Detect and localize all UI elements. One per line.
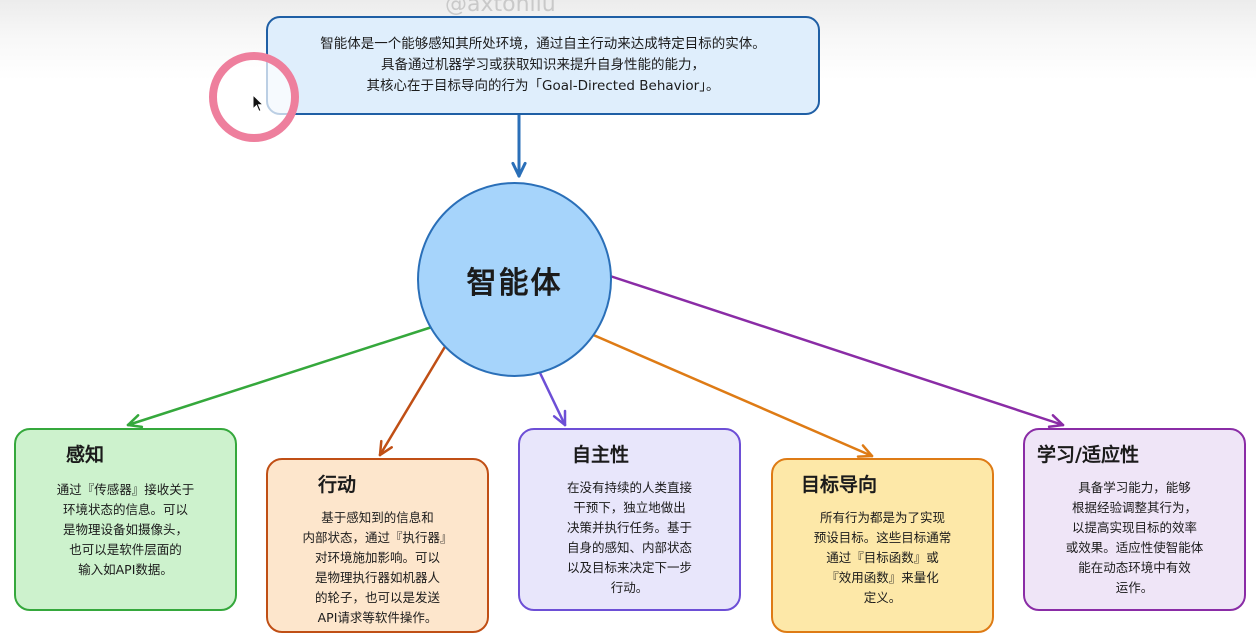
card-body-line: 以提高实现目标的效率 [1071,520,1197,535]
card-body-line: 是物理执行器如机器人 [314,570,440,585]
card-title: 感知 [66,444,105,466]
card-body-line: 运作。 [1115,580,1154,595]
card-title: 行动 [318,474,357,496]
card-body-line: 定义。 [863,590,902,605]
card-body-line: 在没有持续的人类直接 [566,480,692,495]
card-body-line: 具备学习能力，能够 [1078,480,1191,495]
card-title: 目标导向 [801,474,878,496]
card-body-line: 决策并执行任务。基于 [566,520,692,535]
card-body: 在没有持续的人类直接 干预下，独立地做出 决策并执行任务。基于 自身的感知、内部… [528,478,731,598]
card-body-line: 输入如API数据。 [78,562,173,577]
definition-line-3: 其核心在于目标导向的行为「Goal-Directed Behavior」。 [366,78,720,94]
card-body-line: 对环境施加影响。可以 [314,550,440,565]
card-perception: 感知 通过『传感器』接收关于 环境状态的信息。可以 是物理设备如摄像头， 也可以… [14,428,237,611]
card-title: 自主性 [572,444,630,466]
card-body: 所有行为都是为了实现 预设目标。这些目标通常 通过『目标函数』或 『效用函数』来… [781,508,984,608]
card-body: 具备学习能力，能够 根据经验调整其行为， 以提高实现目标的效率 或效果。适应性使… [1033,478,1236,598]
card-body-line: 通过『传感器』接收关于 [56,482,195,497]
definition-line-2: 具备通过机器学习或获取知识来提升自身性能的能力， [381,57,705,73]
card-body-line: 也可以是软件层面的 [69,542,182,557]
definition-line-1: 智能体是一个能够感知其所处环境，通过自主行动来达成特定目标的实体。 [320,36,766,52]
mouse-cursor-icon [252,94,265,113]
card-autonomy: 自主性 在没有持续的人类直接 干预下，独立地做出 决策并执行任务。基于 自身的感… [518,428,741,611]
definition-box: 智能体是一个能够感知其所处环境，通过自主行动来达成特定目标的实体。 具备通过机器… [266,16,820,115]
arrow-to-learning [608,274,1065,429]
card-body-line: 『效用函数』来量化 [826,570,939,585]
card-title: 学习/适应性 [1037,444,1139,466]
center-node-label: 智能体 [466,265,563,301]
card-body-line: 基于感知到的信息和 [321,510,434,525]
card-body-line: 所有行为都是为了实现 [819,510,945,525]
card-body-line: 自身的感知、内部状态 [566,540,692,555]
card-body-line: 是物理设备如摄像头， [62,522,188,537]
card-body-line: 环境状态的信息。可以 [62,502,188,517]
card-action: 行动 基于感知到的信息和 内部状态，通过『执行器』 对环境施加影响。可以 是物理… [266,458,489,633]
card-body-line: 以及目标来决定下一步 [566,560,692,575]
arrow-to-action [378,328,457,457]
card-body: 通过『传感器』接收关于 环境状态的信息。可以 是物理设备如摄像头， 也可以是软件… [24,480,227,580]
arrow-to-goal-oriented [566,322,874,458]
watermark-text: @axtonliu [445,0,556,17]
center-node: 智能体 [417,182,612,377]
card-body-line: 或效果。适应性使智能体 [1065,540,1204,555]
card-learning-adaptability: 学习/适应性 具备学习能力，能够 根据经验调整其行为， 以提高实现目标的效率 或… [1023,428,1246,611]
arrow-definition-to-center [511,113,527,178]
card-body-line: 通过『目标函数』或 [826,550,939,565]
card-body: 基于感知到的信息和 内部状态，通过『执行器』 对环境施加影响。可以 是物理执行器… [276,508,479,628]
card-body-line: 行动。 [610,580,649,595]
arrow-to-perception [126,325,434,429]
card-goal-oriented: 目标导向 所有行为都是为了实现 预设目标。这些目标通常 通过『目标函数』或 『效… [771,458,994,633]
card-body-line: 干预下，独立地做出 [573,500,686,515]
card-body-line: 能在动态环境中有效 [1078,560,1191,575]
card-body-line: 的轮子，也可以是发送 [314,590,440,605]
card-body-line: API请求等软件操作。 [317,610,438,625]
card-body-line: 根据经验调整其行为， [1071,500,1197,515]
card-body-line: 预设目标。这些目标通常 [813,530,952,545]
card-body-line: 内部状态，通过『执行器』 [302,530,453,545]
